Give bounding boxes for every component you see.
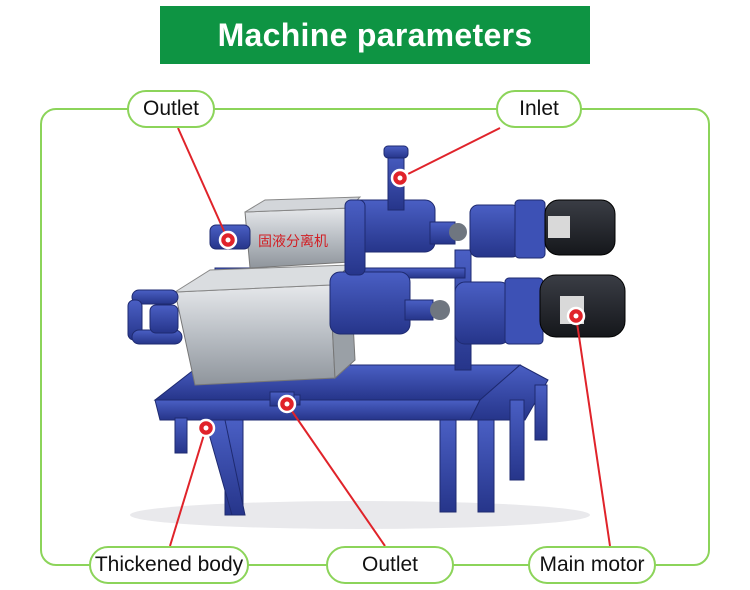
label-main-motor: Main motor [528,546,656,584]
page-title: Machine parameters [160,6,590,64]
label-inlet: Inlet [496,90,582,128]
upper-housing: 固液分离机 [244,196,362,269]
upper-drive [449,199,616,259]
label-thickened-body: Thickened body [89,546,249,584]
floor-shadow [130,501,590,529]
lower-drive [430,274,626,345]
label-outlet-bottom: Outlet [326,546,454,584]
label-outlet-top: Outlet [127,90,215,128]
lower-housing [173,263,356,386]
nameplate-text: 固液分离机 [258,233,328,250]
